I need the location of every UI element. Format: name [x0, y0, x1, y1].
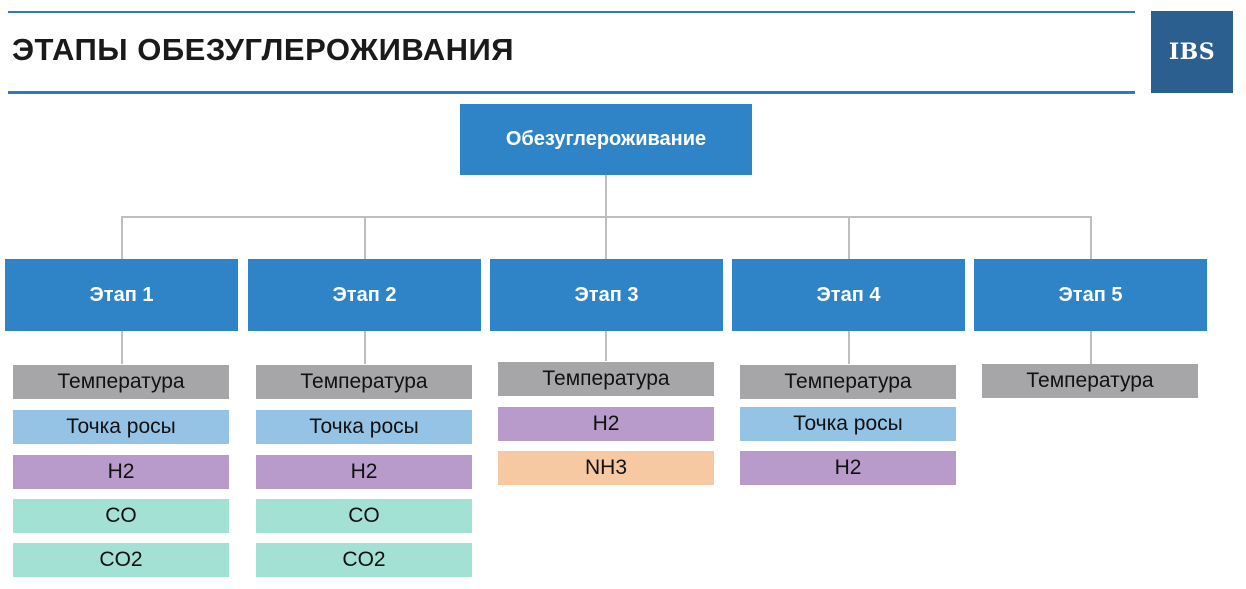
stage-2-node: Этап 2: [248, 259, 481, 331]
param-co: CO: [256, 499, 472, 533]
stage-4-node: Этап 4: [732, 259, 965, 331]
stage-3-param-line: [605, 331, 607, 361]
param-co2: CO2: [256, 543, 472, 577]
stage-4-drop-line: [848, 216, 850, 259]
header-bottom-rule: [8, 91, 1135, 94]
param-h2: H2: [740, 451, 956, 485]
param-dew-point: Точка росы: [256, 410, 472, 444]
stage-1-drop-line: [121, 216, 123, 259]
param-h2: H2: [498, 407, 714, 441]
stage-2-drop-line: [364, 216, 366, 259]
param-dew-point: Точка росы: [13, 410, 229, 444]
param-nh3: NH3: [498, 451, 714, 485]
param-dew-point: Точка росы: [740, 407, 956, 441]
root-node: Обезуглероживание: [460, 104, 752, 175]
stage-3-drop-line: [605, 216, 607, 259]
stage-5-drop-line: [1090, 216, 1092, 259]
param-temperature: Температура: [256, 365, 472, 399]
ibs-logo: IBS: [1151, 11, 1233, 93]
param-temperature: Температура: [740, 365, 956, 399]
stage-2-param-line: [364, 331, 366, 364]
stage-5-param-line: [1090, 331, 1092, 364]
param-temperature: Температура: [982, 364, 1198, 398]
stage-1-param-line: [121, 331, 123, 364]
stage-3-node: Этап 3: [490, 259, 723, 331]
param-h2: H2: [256, 455, 472, 489]
param-h2: H2: [13, 455, 229, 489]
root-connector: [605, 175, 607, 217]
param-temperature: Температура: [498, 362, 714, 396]
param-temperature: Температура: [13, 365, 229, 399]
stage-5-node: Этап 5: [974, 259, 1207, 331]
header-top-rule: [8, 11, 1135, 13]
param-co: CO: [13, 499, 229, 533]
stage-4-param-line: [848, 331, 850, 364]
stage-1-node: Этап 1: [5, 259, 238, 331]
page-title: ЭТАПЫ ОБЕЗУГЛЕРОЖИВАНИЯ: [12, 32, 515, 67]
logo-text: IBS: [1168, 39, 1216, 65]
param-co2: CO2: [13, 543, 229, 577]
